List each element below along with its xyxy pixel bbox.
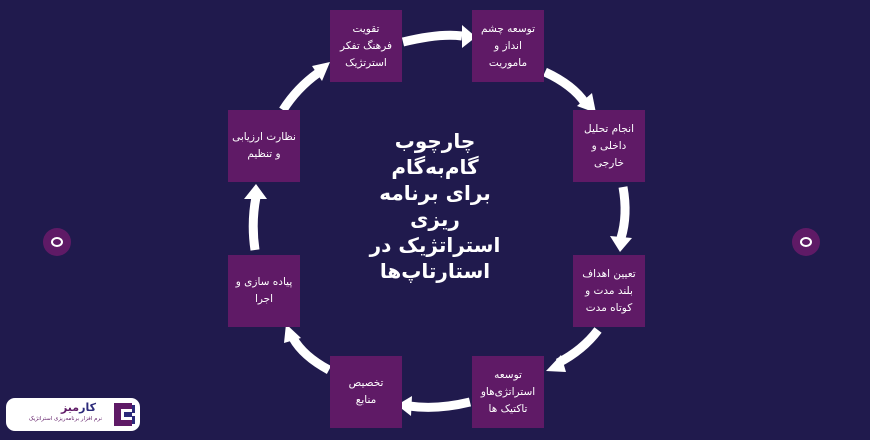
step-label-culture: تقویت فرهنگ تفکر استرتژیک (339, 22, 393, 69)
arrowhead-5 (397, 396, 412, 416)
step-label-goals: تعیین اهداف بلند مدت و کوتاه مدت (582, 267, 636, 314)
arrowhead-8 (312, 62, 330, 81)
arrow-1-to-2 (401, 30, 463, 47)
arrowhead-6 (284, 324, 301, 343)
step-label-resources: تخصیص منابع (348, 377, 384, 406)
arrow-7-to-8 (248, 196, 261, 251)
step-label-vision: توسعه چشم انداز و ماموریت (480, 22, 536, 69)
arrow-5-to-6 (408, 397, 472, 412)
logo-mark-icon (114, 403, 135, 426)
arrowhead-4 (546, 355, 566, 372)
title-line-4: ریزی (410, 207, 460, 231)
step-box-monitoring: نظارت ارزیابی و تنظیم (228, 110, 300, 182)
title-line-1: چارچوب (394, 129, 476, 153)
arrow-8-to-1 (279, 69, 321, 113)
arrowhead-2 (577, 93, 596, 113)
logo-name-part-b: میز (60, 401, 80, 414)
arrowhead-3 (610, 236, 632, 252)
step-box-implementation: پیاده سازی و اجرا (228, 255, 300, 327)
arrow-6-to-7 (289, 335, 332, 374)
logo-name-part-a: کار (79, 401, 96, 414)
step-box-goals: تعیین اهداف بلند مدت و کوتاه مدت (573, 255, 645, 327)
step-box-analysis: انجام تحلیل داخلی و خارجی (573, 110, 645, 182)
step-label-implementation: پیاده سازی و اجرا (235, 276, 293, 305)
title-line-6: استارتاپ‌ها (379, 259, 491, 283)
step-box-culture: تقویت فرهنگ تفکر استرتژیک (330, 10, 402, 82)
arrowhead-7 (244, 184, 267, 199)
arrow-2-to-3 (543, 67, 589, 106)
arrow-4-to-5 (555, 327, 602, 367)
logo-tagline: نرم افزار برنامه‌ریزی استراتژیک (28, 416, 102, 422)
step-label-strategies: توسعه استراتژی‌هاو تاکتیک ها (480, 368, 536, 415)
title-line-5: استراتژیک در (369, 233, 501, 257)
title-line-3: برای برنامه (379, 181, 491, 205)
arrowhead-1 (462, 25, 476, 48)
step-label-analysis: انجام تحلیل داخلی و خارجی (584, 122, 634, 169)
step-box-vision: توسعه چشم انداز و ماموریت (472, 10, 544, 82)
step-box-resources: تخصیص منابع (330, 356, 402, 428)
brand-logo: کارمیز نرم افزار برنامه‌ریزی استراتژیک (6, 398, 140, 431)
decorative-circle-right (792, 228, 820, 256)
title-line-2: گام‌به‌گام (391, 155, 479, 179)
diagram-title: چارچوب گام‌به‌گام برای برنامه ریزی استرا… (335, 128, 535, 284)
step-label-monitoring: نظارت ارزیابی و تنظیم (232, 131, 296, 160)
step-box-strategies: توسعه استراتژی‌هاو تاکتیک ها (472, 356, 544, 428)
arrow-3-to-4 (616, 186, 630, 240)
decorative-circle-left (43, 228, 71, 256)
logo-name: کارمیز (61, 401, 96, 414)
